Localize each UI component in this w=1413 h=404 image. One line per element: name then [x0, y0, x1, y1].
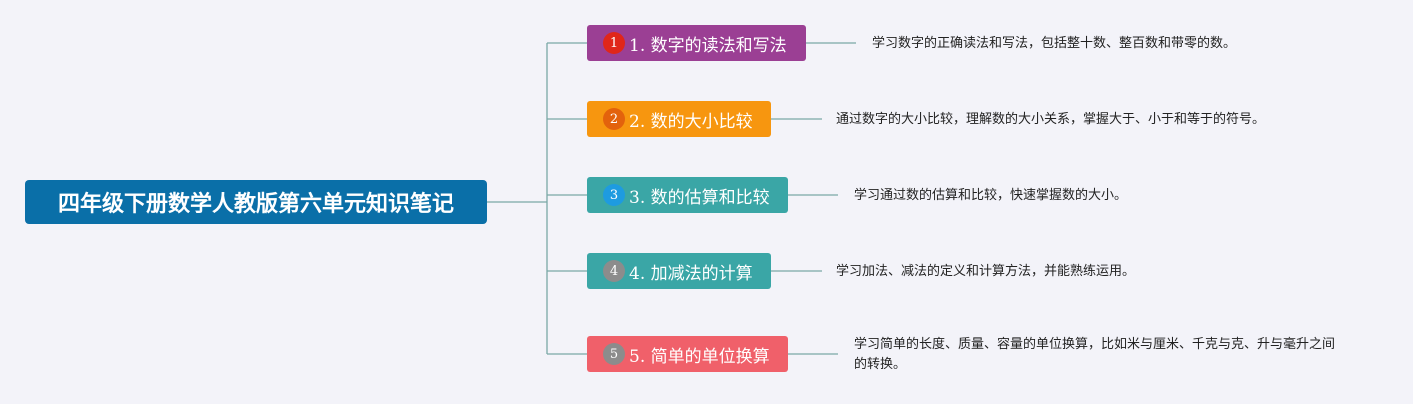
- topic-4[interactable]: 4 4. 加减法的计算: [587, 253, 771, 289]
- note-1: 学习数字的正确读法和写法，包括整十数、整百数和带零的数。: [872, 36, 1237, 51]
- topic-2[interactable]: 2 2. 数的大小比较: [587, 101, 771, 137]
- badge-1-icon: 1: [603, 32, 625, 54]
- badge-2-icon: 2: [603, 108, 625, 130]
- note-5: 学习简单的长度、质量、容量的单位换算，比如米与厘米、千克与克、升与毫升之间的转换…: [854, 337, 1336, 372]
- topic-5-title: 5. 简单的单位换算: [629, 346, 770, 367]
- note-4: 学习加法、减法的定义和计算方法，并能熟练运用。: [836, 264, 1136, 279]
- topic-1-title: 1. 数字的读法和写法: [629, 35, 787, 56]
- badge-5-icon: 5: [603, 343, 625, 365]
- note-3: 学习通过数的估算和比较，快速掌握数的大小。: [854, 188, 1128, 203]
- topic-5[interactable]: 5 5. 简单的单位换算: [587, 336, 788, 372]
- root-title: 四年级下册数学人教版第六单元知识笔记: [57, 192, 454, 217]
- topic-3-title: 3. 数的估算和比较: [629, 187, 770, 208]
- topic-2-title: 2. 数的大小比较: [629, 111, 753, 132]
- badge-3-icon: 3: [603, 184, 625, 206]
- topic-1[interactable]: 1 1. 数字的读法和写法: [587, 25, 806, 61]
- topic-3[interactable]: 3 3. 数的估算和比较: [587, 177, 788, 213]
- topic-4-title: 4. 加减法的计算: [629, 263, 753, 284]
- badge-4-icon: 4: [603, 260, 625, 282]
- note-2: 通过数字的大小比较，理解数的大小关系，掌握大于、小于和等于的符号。: [836, 112, 1266, 127]
- root-topic[interactable]: 四年级下册数学人教版第六单元知识笔记: [25, 180, 487, 224]
